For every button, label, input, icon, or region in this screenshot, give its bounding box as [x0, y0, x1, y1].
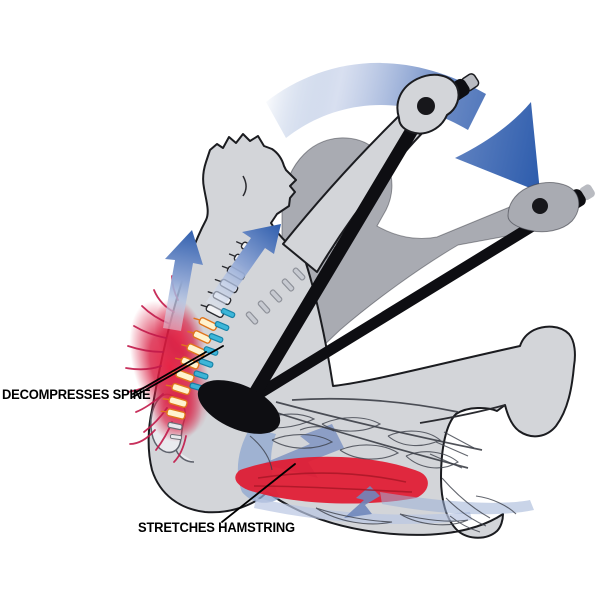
ghost-knuckle-dot: [532, 198, 548, 214]
spine-pointer-line-1: [132, 351, 207, 395]
far-leg-underside-line: [419, 404, 506, 424]
main-knuckle-dot: [417, 97, 435, 115]
hamstring-fiber-lines: [253, 472, 413, 493]
hamstring-highlight: [235, 456, 428, 504]
exercise-bar-ghost: [246, 208, 558, 404]
muscle-contour-lines: [261, 397, 483, 469]
label-decompresses-spine: DECOMPRESSES SPINE: [2, 387, 151, 402]
main-hand: [396, 73, 480, 135]
callout-pointer-lines: [132, 345, 296, 523]
bar-pivot: [197, 380, 281, 434]
hamstring-pointer-line: [221, 463, 296, 523]
hamstring-stretch-arrow: [344, 486, 380, 518]
motion-arrow-head: [455, 102, 540, 192]
ghost-hand: [507, 182, 595, 233]
decompression-arrows: [163, 224, 281, 331]
label-stretches-hamstring: STRETCHES HAMSTRING: [138, 520, 295, 535]
up-arrow-left: [163, 230, 203, 331]
exercise-device: [197, 103, 558, 434]
exercise-bar-main: [245, 103, 431, 405]
calf-blue-streak: [380, 492, 534, 515]
thigh-muscles: [235, 397, 534, 533]
up-arrow-right: [206, 224, 281, 312]
ear-line: [242, 175, 247, 197]
spine-pointer-line-2: [132, 345, 224, 398]
